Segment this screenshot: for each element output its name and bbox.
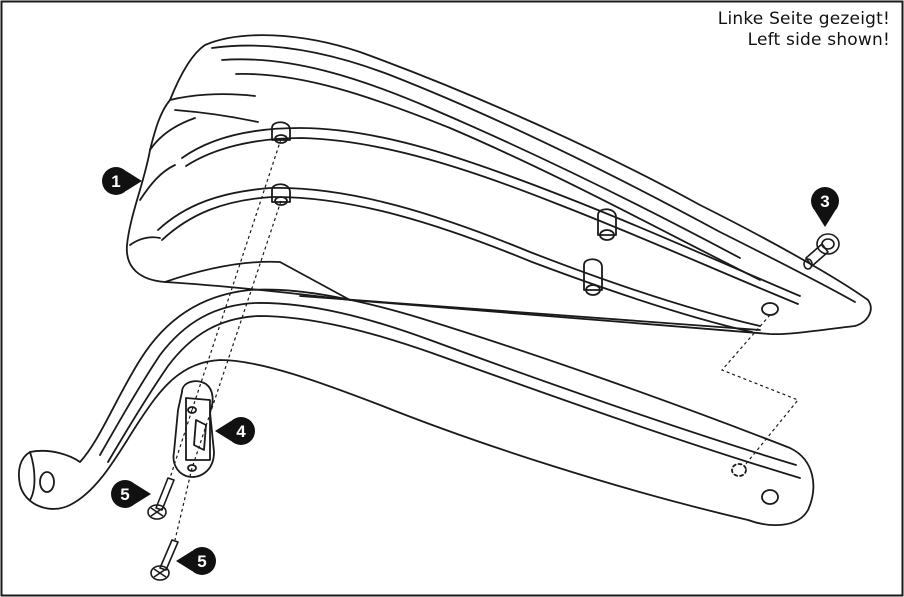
clamp-part bbox=[172, 380, 215, 478]
screw-lower bbox=[150, 539, 179, 581]
callout-5-upper: 5 bbox=[111, 480, 151, 508]
svg-text:3: 3 bbox=[820, 192, 829, 211]
callout-4: 4 bbox=[215, 417, 255, 445]
svg-text:1: 1 bbox=[111, 172, 120, 191]
handguard-shell bbox=[126, 34, 872, 336]
note-left-side-english: Left side shown! bbox=[747, 30, 890, 50]
screw-tip bbox=[803, 233, 840, 270]
screw-upper bbox=[147, 477, 175, 520]
svg-text:4: 4 bbox=[236, 422, 246, 441]
svg-text:5: 5 bbox=[197, 552, 206, 571]
note-left-side-german: Linke Seite gezeigt! bbox=[717, 9, 890, 29]
support-bar bbox=[17, 288, 815, 526]
svg-text:5: 5 bbox=[120, 485, 129, 504]
assembly-guide-lines bbox=[169, 138, 799, 541]
callout-5-lower: 5 bbox=[176, 547, 216, 575]
callout-3: 3 bbox=[811, 187, 839, 227]
callout-1: 1 bbox=[102, 167, 142, 195]
